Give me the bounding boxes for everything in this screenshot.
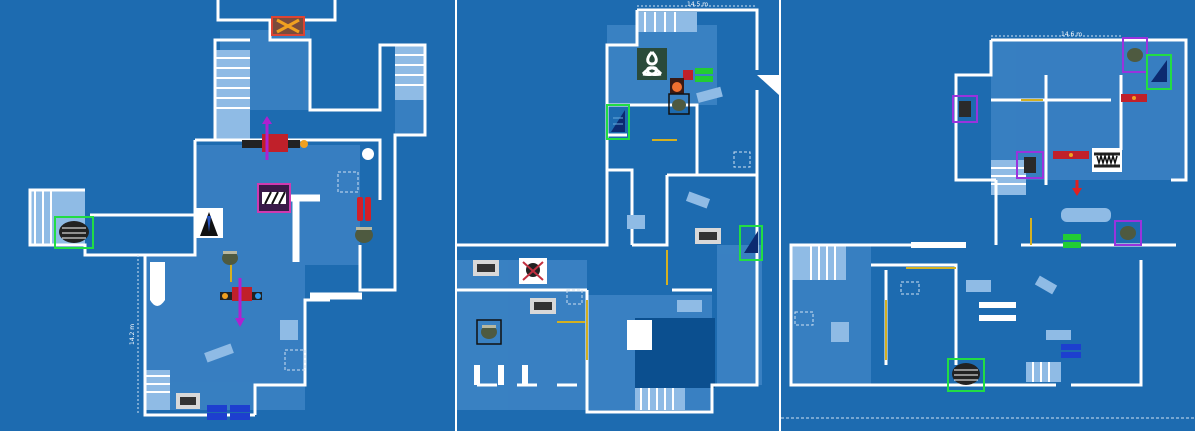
scale-label-middle: 14.5 m xyxy=(687,1,709,8)
stairs-left-right xyxy=(395,45,425,100)
deployable-shield-icon xyxy=(473,260,499,276)
operator-icon-suit xyxy=(196,208,223,238)
hatch-markers-middle xyxy=(566,151,751,305)
stairs-middle-bottom xyxy=(635,388,685,410)
operator-icon-blue-boat xyxy=(606,104,630,140)
gadget-icon-red-twin-canisters xyxy=(357,197,371,221)
stairs-left-top xyxy=(215,50,250,140)
thick-walls-left xyxy=(290,194,362,300)
gadget-icon-down-arrow xyxy=(1072,180,1082,196)
courtyard-fixture xyxy=(627,320,652,350)
room-fill-right xyxy=(791,40,1186,385)
gadget-icon-purple-device xyxy=(1016,151,1044,179)
gadget-icon-blue-batteries xyxy=(207,405,250,420)
gadget-icon-green-batteries xyxy=(683,68,713,82)
scale-label-right: 14.6 m xyxy=(1061,31,1083,38)
deployable-shield-icon xyxy=(530,298,556,314)
thick-walls-right xyxy=(911,242,1016,321)
floor-plan-left xyxy=(28,0,427,420)
gadget-icon-purple-device xyxy=(952,95,978,123)
room-fill-middle xyxy=(457,25,762,410)
floor-plan-right xyxy=(781,35,1195,419)
furniture-middle xyxy=(627,86,723,312)
gadget-icon-green-batteries xyxy=(1063,234,1081,248)
hatch-markers-right xyxy=(794,281,920,326)
floor-panel-left: 14.2 m xyxy=(0,0,455,431)
floor-panel-right: 14.6 m xyxy=(781,0,1195,431)
walls-middle xyxy=(457,8,759,414)
walls-right xyxy=(789,38,1188,387)
operator-icon-celtic-knot xyxy=(637,48,667,80)
gadget-icon-pot xyxy=(222,251,238,265)
stairs-right-bottom xyxy=(1026,362,1061,382)
stairs-middle-top xyxy=(637,12,697,32)
furniture-left xyxy=(155,320,298,407)
enemy-icon-red-barrier xyxy=(271,16,305,36)
corner-fixture xyxy=(757,75,779,95)
furniture-right xyxy=(831,208,1111,342)
doors-right xyxy=(885,99,1043,360)
bathtub-fixture xyxy=(150,262,165,306)
objective-icon-pink-barricade xyxy=(257,183,291,213)
gadget-icon-red-barrier xyxy=(1053,151,1089,159)
gadget-icon-small-red-barrier xyxy=(242,116,308,160)
operator-icon-smoke-grenade xyxy=(54,216,94,249)
gadget-icon-dark-pot xyxy=(1114,220,1142,246)
hatch-markers-left xyxy=(284,171,359,371)
deployable-shield-icon xyxy=(695,228,721,244)
gadget-icon-explosive xyxy=(670,78,684,94)
gadget-icon-pot xyxy=(355,227,373,243)
operator-icon-skull-badge xyxy=(519,258,547,284)
doors-middle xyxy=(557,139,677,360)
gadget-icon-pot xyxy=(476,319,502,345)
operator-icon-fangs xyxy=(1092,148,1122,172)
gadget-icon-black-battery-pack xyxy=(220,278,262,327)
round-fixture xyxy=(362,148,374,160)
gadget-icon-black-battery-pack xyxy=(947,358,985,392)
scale-label-left: 14.2 m xyxy=(129,323,136,345)
thick-walls-middle xyxy=(474,365,528,385)
gadget-icon-red-barrier xyxy=(1121,94,1147,102)
deployable-shield-icon xyxy=(176,393,200,409)
stairs-right-west xyxy=(791,245,846,280)
gadget-icon-blue-batteries xyxy=(1061,344,1081,358)
gadget-icon-dark-pot xyxy=(668,93,690,115)
operator-icon-blue-boat xyxy=(739,225,763,261)
operator-icon-blue-boat xyxy=(1146,54,1172,90)
floor-panel-middle: 14.5 m xyxy=(457,0,779,431)
floor-plan-middle xyxy=(457,5,779,414)
